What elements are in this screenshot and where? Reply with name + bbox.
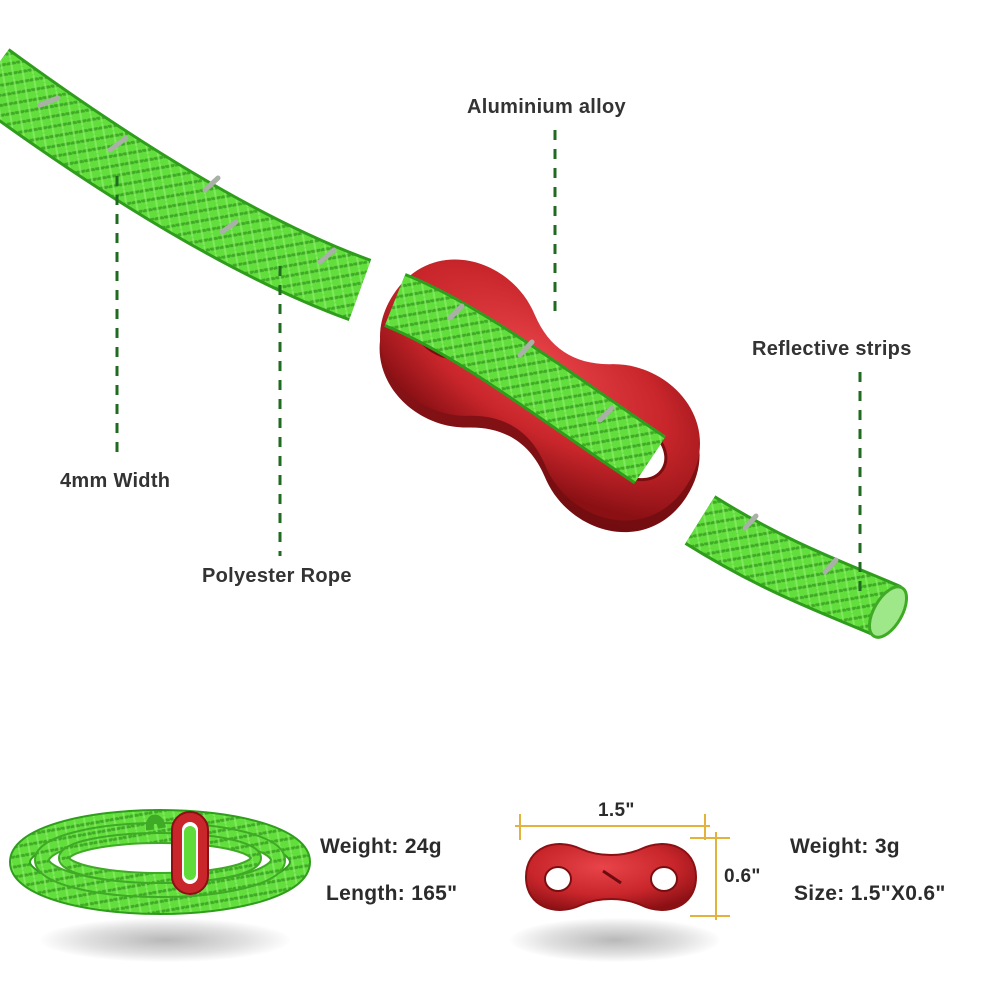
label-polyester-rope: Polyester Rope xyxy=(202,565,352,587)
tensioner-weight: Weight: 3g xyxy=(790,835,900,858)
tensioner-size: Size: 1.5"X0.6" xyxy=(794,882,946,905)
main-rope xyxy=(0,48,372,322)
rope-through-tensioner xyxy=(383,273,667,485)
coil-weight: Weight: 24g xyxy=(320,835,442,858)
rope-end xyxy=(684,495,909,639)
tensioner-icon xyxy=(524,843,698,911)
reflective-strip-marks xyxy=(37,95,337,265)
dimension-lines xyxy=(515,814,730,920)
label-aluminium-alloy: Aluminium alloy xyxy=(467,96,626,118)
coil-length: Length: 165" xyxy=(326,882,458,905)
tensioner-height-dimension: 0.6" xyxy=(724,866,761,887)
callout-leaders xyxy=(115,130,862,600)
label-reflective-strips: Reflective strips xyxy=(752,338,912,360)
rope-coil-icon xyxy=(9,809,311,915)
tensioner-shadow xyxy=(510,918,720,962)
label-width: 4mm Width xyxy=(60,470,171,492)
tensioner-width-dimension: 1.5" xyxy=(598,800,635,821)
coil-shadow xyxy=(40,918,290,962)
